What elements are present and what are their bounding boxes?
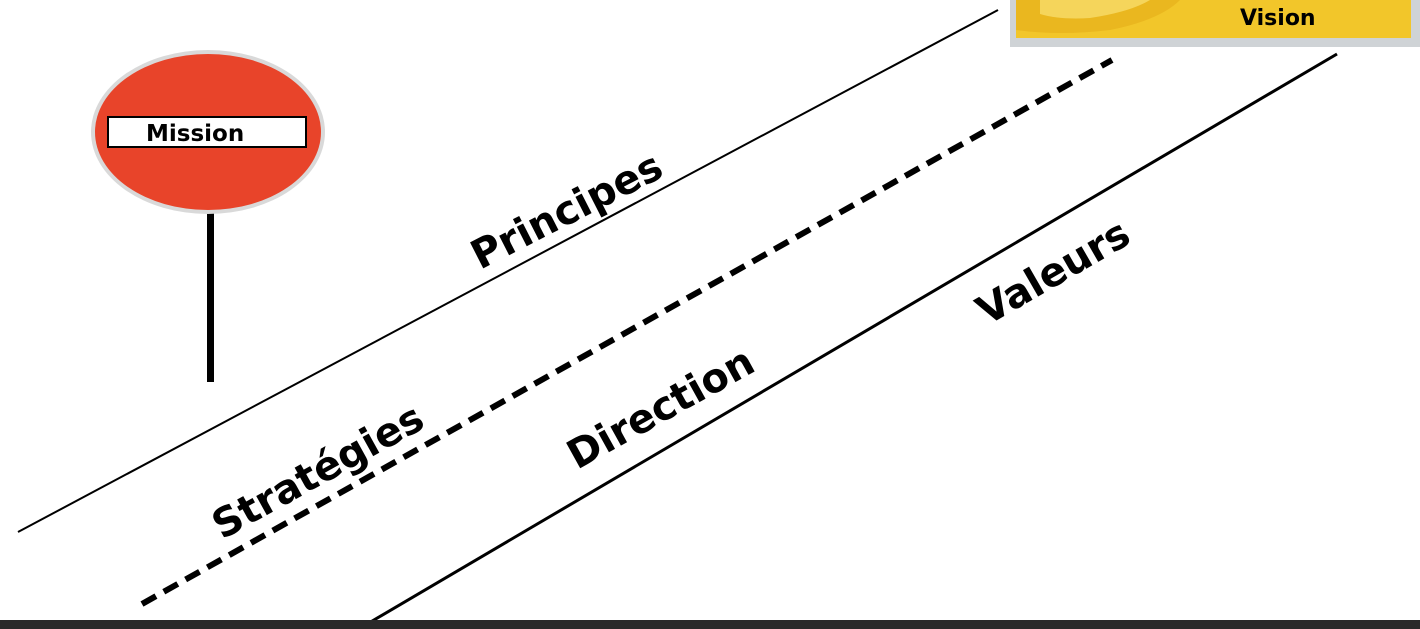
bottom-bar [0, 620, 1420, 629]
mission-sign: Mission [91, 50, 325, 382]
middle-dashed-road-line [140, 57, 1114, 607]
sign-band [107, 116, 307, 148]
upper-road-line [17, 9, 999, 533]
vision-panel: Vision [1010, 0, 1420, 47]
sign-pole [207, 205, 214, 382]
road-label-strategies: Stratégies [205, 395, 432, 549]
road-label-principes: Principes [464, 143, 670, 279]
road-label-valeurs: Valeurs [969, 211, 1138, 335]
vision-panel-highlight [1040, 0, 1150, 19]
lower-road-line [361, 52, 1338, 629]
mission-label: Mission [146, 121, 244, 147]
vision-label: Vision [1240, 6, 1316, 31]
